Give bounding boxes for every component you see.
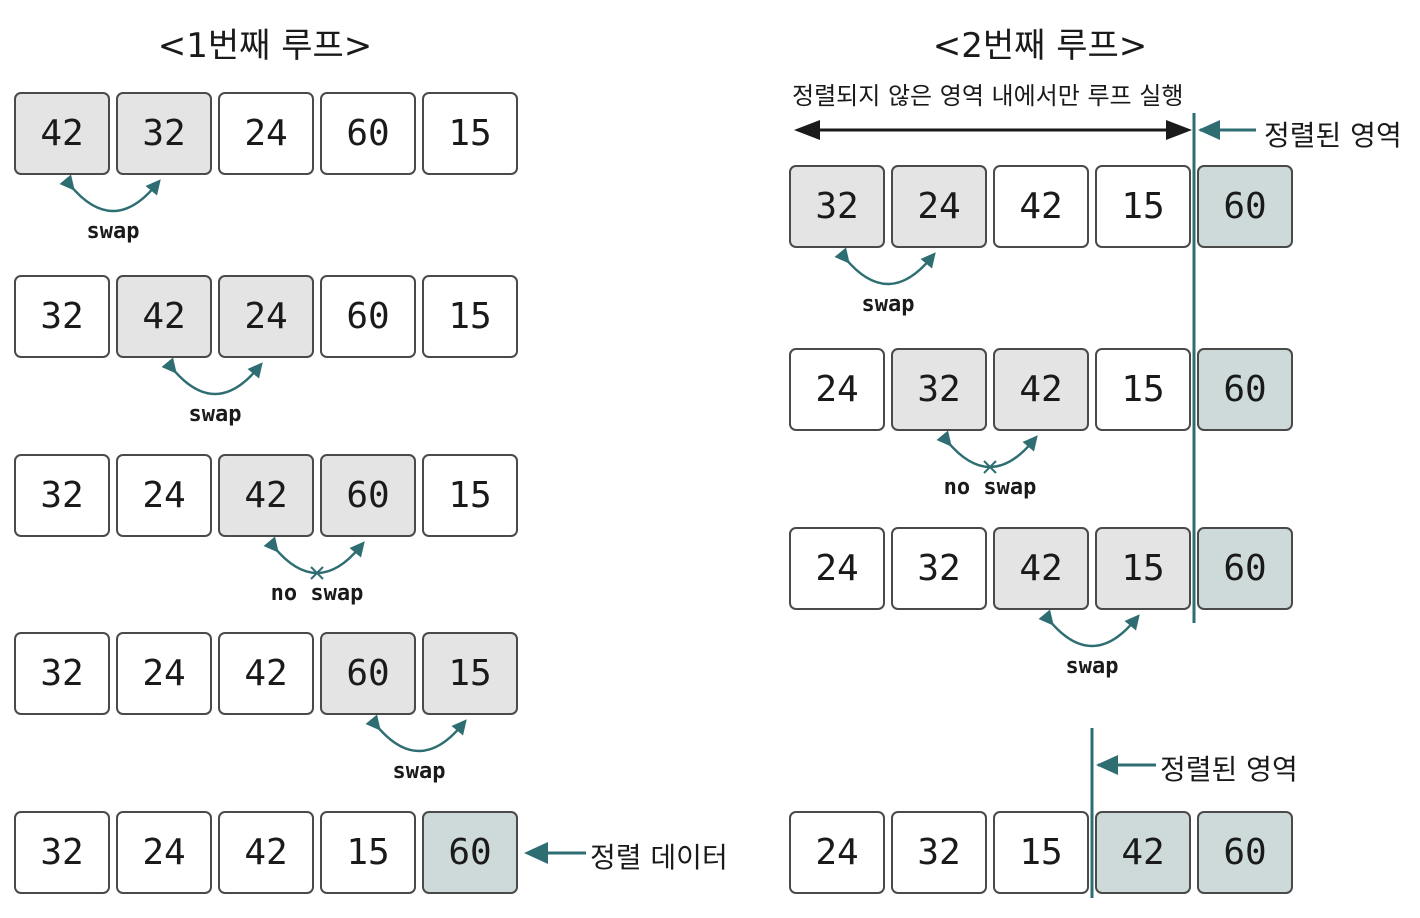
array-cell: 32 bbox=[891, 527, 987, 610]
swap-arc bbox=[161, 357, 263, 396]
array-cell: 24 bbox=[116, 811, 212, 894]
array-cell: 32 bbox=[789, 165, 885, 248]
array-cell: 24 bbox=[116, 454, 212, 537]
swap-label: swap bbox=[86, 219, 140, 244]
array-cell: 15 bbox=[1095, 348, 1191, 431]
array-cell: 24 bbox=[789, 527, 885, 610]
array-cell: 15 bbox=[422, 92, 518, 175]
array-cell: 24 bbox=[218, 275, 314, 358]
swap-label: swap bbox=[392, 759, 446, 784]
array-cell: 15 bbox=[993, 811, 1089, 894]
loop2-title: <2번째 루프> bbox=[932, 26, 1148, 66]
array-cell: 32 bbox=[891, 811, 987, 894]
loop1-sorted-pointer-head bbox=[524, 842, 548, 864]
loop2-result-pointer-head bbox=[1096, 755, 1118, 775]
array-cell: 15 bbox=[1095, 527, 1191, 610]
array-cell: 60 bbox=[1197, 527, 1293, 610]
swap-arc bbox=[365, 714, 467, 753]
array-cell: 15 bbox=[1095, 165, 1191, 248]
loop2-result-sorted-area-label: 정렬된 영역 bbox=[1160, 753, 1298, 786]
array-cell: 15 bbox=[422, 275, 518, 358]
loop1-title: <1번째 루프> bbox=[157, 26, 373, 66]
array-cell: 42 bbox=[14, 92, 110, 175]
array-cell: 24 bbox=[789, 811, 885, 894]
array-cell: 42 bbox=[116, 275, 212, 358]
no-swap-cross-icon bbox=[310, 566, 324, 580]
array-cell: 60 bbox=[320, 275, 416, 358]
array-cell: 32 bbox=[14, 454, 110, 537]
loop2-sorted-pointer-head bbox=[1198, 120, 1220, 140]
loop2-sorted-area-label: 정렬된 영역 bbox=[1264, 119, 1402, 152]
array-cell: 42 bbox=[218, 632, 314, 715]
array-cell: 42 bbox=[218, 811, 314, 894]
swap-arc bbox=[1038, 609, 1140, 648]
array-cell: 60 bbox=[320, 454, 416, 537]
no-swap-label: no swap bbox=[943, 475, 1037, 500]
no-swap-label: no swap bbox=[270, 581, 364, 606]
swap-arc bbox=[936, 430, 1038, 469]
swap-arc bbox=[59, 174, 161, 213]
array-cell: 24 bbox=[891, 165, 987, 248]
array-cell: 42 bbox=[993, 527, 1089, 610]
array-cell: 15 bbox=[320, 811, 416, 894]
array-cell: 24 bbox=[789, 348, 885, 431]
loop2-range-caption: 정렬되지 않은 영역 내에서만 루프 실행 bbox=[792, 82, 1184, 110]
array-cell: 42 bbox=[993, 348, 1089, 431]
array-cell: 42 bbox=[1095, 811, 1191, 894]
array-cell: 32 bbox=[14, 275, 110, 358]
array-cell: 15 bbox=[422, 632, 518, 715]
array-cell: 32 bbox=[14, 632, 110, 715]
array-cell: 42 bbox=[218, 454, 314, 537]
range-arrow-left-head bbox=[794, 120, 820, 140]
array-cell: 24 bbox=[116, 632, 212, 715]
array-cell: 60 bbox=[1197, 348, 1293, 431]
swap-label: swap bbox=[1065, 654, 1119, 679]
array-cell: 24 bbox=[218, 92, 314, 175]
array-cell: 60 bbox=[1197, 811, 1293, 894]
loop1-sorted-note: 정렬 데이터 bbox=[590, 841, 728, 874]
swap-label: swap bbox=[861, 292, 915, 317]
array-cell: 15 bbox=[422, 454, 518, 537]
no-swap-cross-icon bbox=[983, 460, 997, 474]
swap-arcs bbox=[59, 174, 1140, 753]
swap-arc bbox=[263, 536, 365, 575]
range-arrow-right-head bbox=[1166, 120, 1192, 140]
swap-arc bbox=[834, 247, 936, 286]
swap-label: swap bbox=[188, 402, 242, 427]
array-cell: 60 bbox=[320, 632, 416, 715]
array-cell: 60 bbox=[320, 92, 416, 175]
array-cell: 32 bbox=[116, 92, 212, 175]
array-cell: 60 bbox=[422, 811, 518, 894]
array-cell: 32 bbox=[14, 811, 110, 894]
array-cell: 32 bbox=[891, 348, 987, 431]
array-cell: 42 bbox=[993, 165, 1089, 248]
array-cell: 60 bbox=[1197, 165, 1293, 248]
